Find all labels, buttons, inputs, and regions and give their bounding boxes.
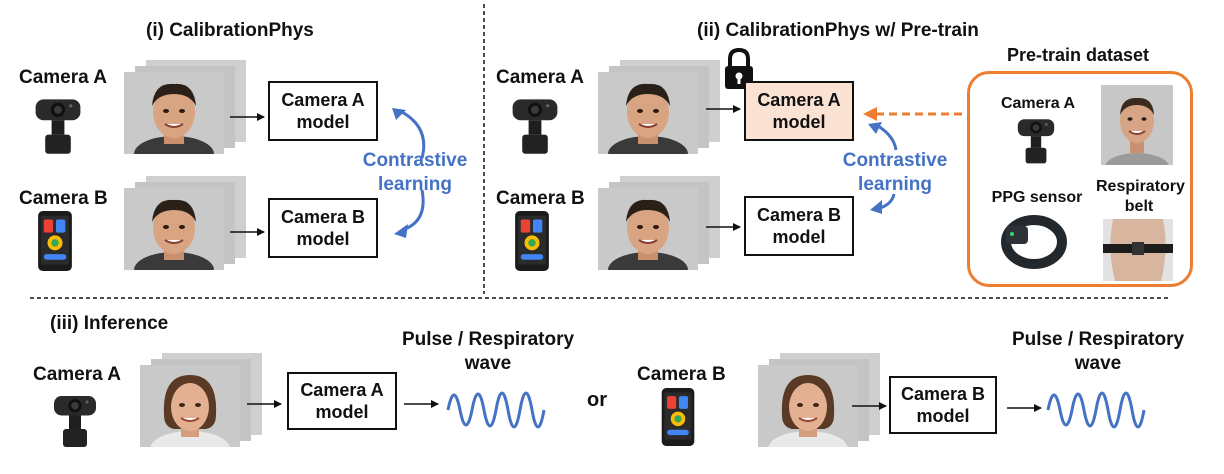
section-i-title: (i) CalibrationPhys <box>146 20 314 41</box>
webcam-icon <box>52 390 98 450</box>
model-b-label-1: Camera B <box>900 384 986 404</box>
wave-icon <box>1046 391 1146 429</box>
contrastive-line1: Contrastive <box>362 150 468 171</box>
contrastive-arrows <box>868 122 898 214</box>
ppg-sensor-label: PPG sensor <box>991 189 1083 206</box>
wave-label-a: Pulse / Respiratory wave <box>388 328 588 376</box>
smartphone-icon <box>38 211 72 271</box>
model-b-label-2: model <box>916 406 970 426</box>
face-image <box>124 72 224 154</box>
wave-line1: Pulse / Respiratory <box>1011 329 1185 350</box>
webcam-icon <box>511 93 559 157</box>
model-a-label-2: model <box>772 112 826 132</box>
wristband-icon <box>1001 215 1067 269</box>
wave-line2: wave <box>464 353 512 374</box>
model-a-label-1: Camera A <box>757 90 841 110</box>
model-b-label-1: Camera B <box>280 207 366 227</box>
arrow <box>852 402 887 410</box>
contrastive-line1: Contrastive <box>842 150 948 171</box>
or-label: or <box>587 389 607 411</box>
belt-line2: belt <box>1124 198 1154 215</box>
contrastive-arrows <box>392 108 426 238</box>
smartphone-icon <box>661 388 695 446</box>
section-ii-title: (ii) CalibrationPhys w/ Pre-train <box>697 20 979 41</box>
camera-a-label: Camera A <box>19 67 108 88</box>
pretrain-camera-label: Camera A <box>1000 95 1076 112</box>
wave-line2: wave <box>1074 353 1122 374</box>
arrow <box>706 105 741 113</box>
belt-line1: Respiratory <box>1096 178 1185 195</box>
arrow <box>1007 404 1042 412</box>
smartphone-icon <box>515 211 549 271</box>
face-stack-b2 <box>598 176 722 280</box>
pretrain-title: Pre-train dataset <box>1007 45 1150 65</box>
face-image <box>758 365 858 447</box>
contrastive-line2: learning <box>858 174 932 195</box>
contrastive-line2: learning <box>378 174 452 195</box>
vertical-divider <box>483 4 485 294</box>
face-image <box>598 188 698 270</box>
face-image <box>598 72 698 154</box>
camera-b-label: Camera B <box>637 364 726 385</box>
wave-label-b: Pulse / Respiratory wave <box>998 328 1198 376</box>
camera-b-label: Camera B <box>19 188 108 209</box>
arrow <box>230 113 265 121</box>
model-a-label-1: Camera A <box>281 90 365 110</box>
horizontal-divider <box>30 297 1170 299</box>
model-b-label-2: model <box>296 229 350 249</box>
arrow <box>247 400 282 408</box>
model-b-label-1: Camera B <box>756 205 842 225</box>
camera-a-label: Camera A <box>33 364 122 385</box>
model-a-label-2: model <box>315 402 369 422</box>
respiratory-belt-label: Respiratory belt <box>1096 177 1185 217</box>
pretrain-dataset-panel <box>967 71 1193 287</box>
webcam-icon <box>1016 114 1056 166</box>
arrow <box>706 223 741 231</box>
face-stack-inference-b <box>758 353 882 457</box>
arrow <box>404 400 439 408</box>
face-image <box>1101 85 1173 165</box>
face-stack-a2 <box>598 60 722 164</box>
face-stack-a <box>124 60 248 164</box>
pretrain-transfer-arrow <box>863 107 962 121</box>
model-a-label-2: model <box>296 112 350 132</box>
contrastive-label-ii: Contrastive learning <box>836 149 954 197</box>
model-b-label-2: model <box>772 227 826 247</box>
face-stack-b <box>124 176 248 280</box>
wave-icon <box>446 391 546 429</box>
camera-a-label: Camera A <box>496 67 585 88</box>
camera-b-label: Camera B <box>496 188 585 209</box>
face-image <box>124 188 224 270</box>
model-a-label-1: Camera A <box>300 380 384 400</box>
face-image <box>140 365 240 447</box>
arrow <box>230 228 265 236</box>
contrastive-label-i: Contrastive learning <box>356 149 474 197</box>
webcam-icon <box>34 93 82 157</box>
face-stack-inference-a <box>140 353 264 457</box>
belt-icon <box>1103 219 1173 281</box>
wave-line1: Pulse / Respiratory <box>401 329 575 350</box>
section-iii-title: (iii) Inference <box>50 313 169 334</box>
